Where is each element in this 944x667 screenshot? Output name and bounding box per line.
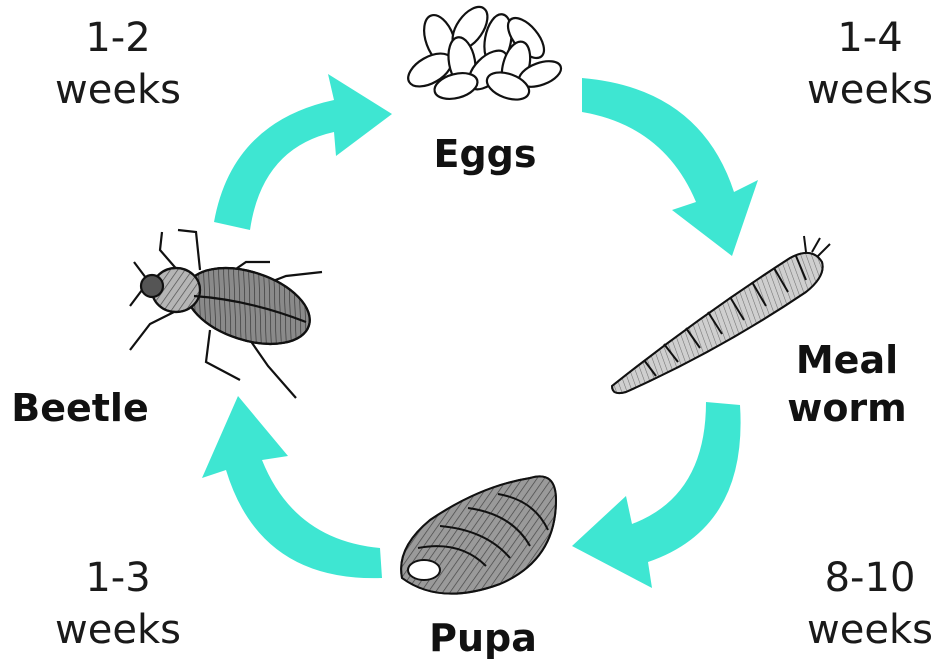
stage-label-mealworm-line2: worm xyxy=(782,384,912,432)
duration-mealworm-to-pupa: 8-10 weeks xyxy=(795,552,944,656)
stage-label-beetle: Beetle xyxy=(0,384,160,432)
arrow-eggs-to-mealworm xyxy=(582,78,758,256)
duration-value: 1-3 xyxy=(43,552,193,604)
stage-label-mealworm: Meal worm xyxy=(782,336,912,432)
duration-unit: weeks xyxy=(795,64,944,116)
stage-label-pupa: Pupa xyxy=(418,614,548,662)
pupa-illustration xyxy=(401,476,556,593)
duration-eggs-to-mealworm: 1-4 weeks xyxy=(795,12,944,116)
duration-pupa-to-beetle: 1-3 weeks xyxy=(43,552,193,656)
arrow-mealworm-to-pupa xyxy=(572,402,741,588)
duration-value: 8-10 xyxy=(795,552,944,604)
duration-unit: weeks xyxy=(43,64,193,116)
arrow-beetle-to-eggs xyxy=(214,74,392,230)
beetle-illustration xyxy=(130,230,322,398)
eggs-illustration xyxy=(403,1,565,105)
duration-beetle-to-eggs: 1-2 weeks xyxy=(43,12,193,116)
stage-label-mealworm-line1: Meal xyxy=(782,336,912,384)
duration-value: 1-4 xyxy=(795,12,944,64)
arrow-pupa-to-beetle xyxy=(202,396,382,578)
duration-value: 1-2 xyxy=(43,12,193,64)
duration-unit: weeks xyxy=(43,604,193,656)
duration-unit: weeks xyxy=(795,604,944,656)
stage-label-eggs: Eggs xyxy=(420,130,550,178)
